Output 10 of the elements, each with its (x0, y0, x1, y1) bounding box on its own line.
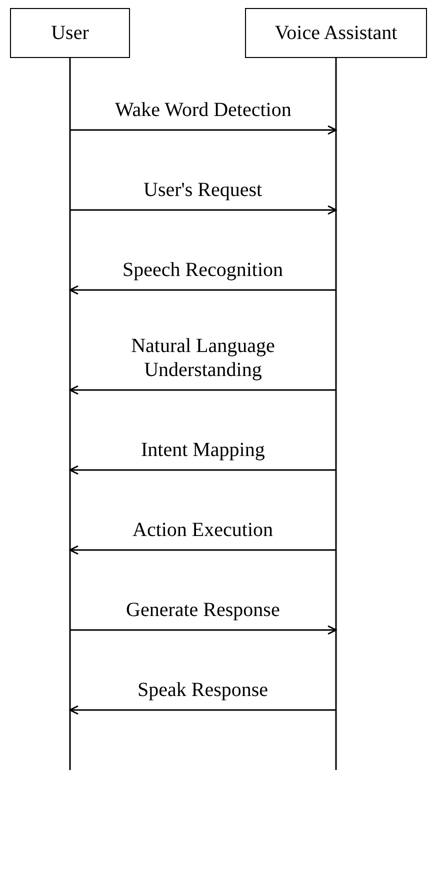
message-arrow (69, 285, 336, 295)
participant-box: User (10, 8, 130, 58)
message-arrow (69, 545, 336, 555)
message-arrow (69, 465, 336, 475)
message-arrow (69, 385, 336, 395)
participant-box: Voice Assistant (245, 8, 427, 58)
message-arrow (70, 205, 337, 215)
message-arrow (70, 625, 337, 635)
message-arrow (70, 125, 337, 135)
message-arrow (69, 705, 336, 715)
